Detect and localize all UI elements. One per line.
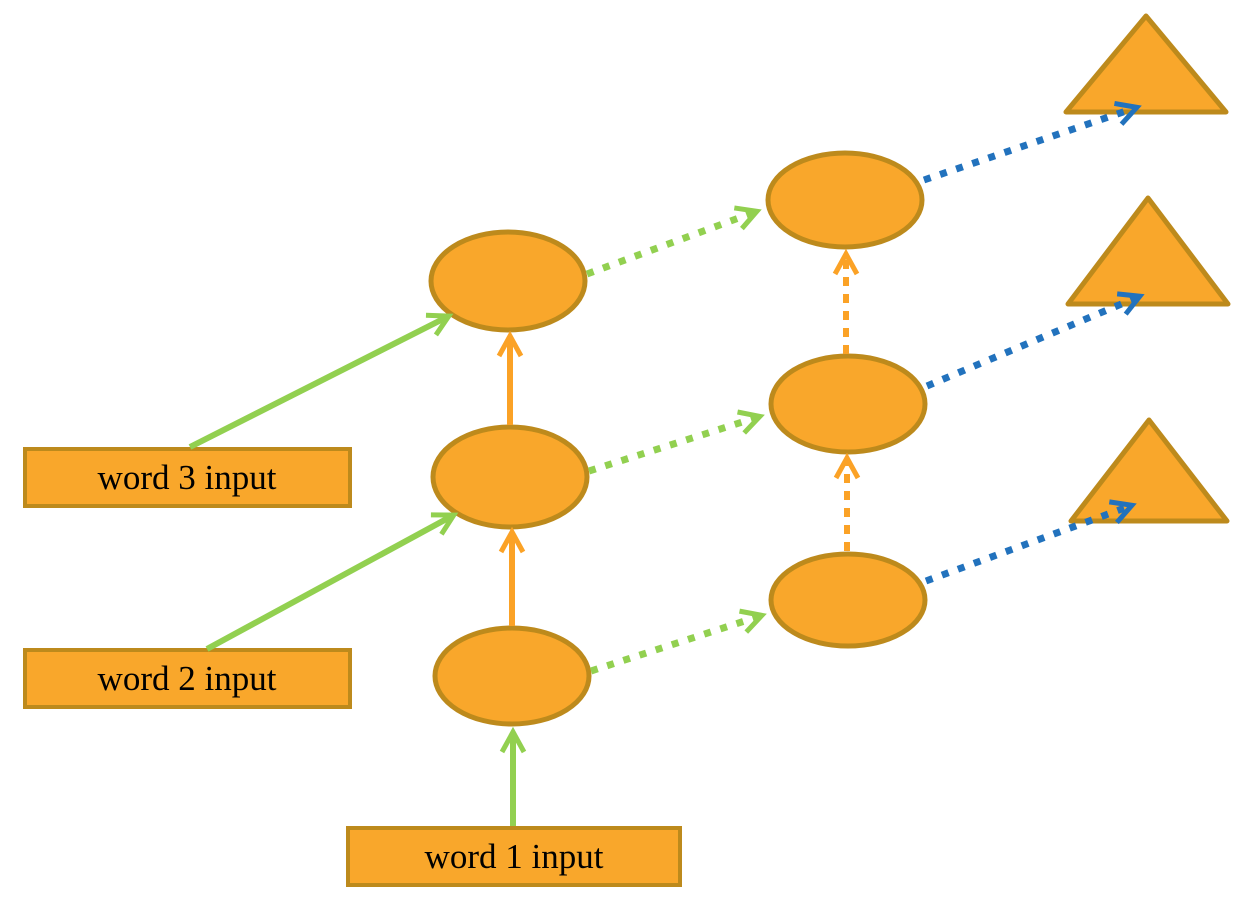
input-box-word1 bbox=[346, 826, 682, 887]
label-word3: word 3 input bbox=[98, 458, 277, 497]
hidden-node-col1-top bbox=[428, 229, 588, 333]
arrow-word3-to-hidden-top bbox=[188, 312, 454, 450]
hidden-node-col1-middle bbox=[430, 424, 590, 530]
input-boxes bbox=[23, 447, 682, 887]
hidden-node-col2-bottom bbox=[768, 551, 928, 649]
arrow-col1-top-to-col2-top bbox=[585, 205, 762, 278]
arrow-word2-to-hidden-middle bbox=[205, 512, 459, 652]
output-triangle-top bbox=[1063, 13, 1229, 115]
hidden-node-col2-top bbox=[765, 150, 925, 250]
input-labels: word 3 input word 2 input word 1 input bbox=[98, 458, 604, 876]
output-triangles bbox=[1063, 13, 1231, 524]
arrow-col2-middle-to-output-middle bbox=[925, 291, 1145, 390]
label-word2: word 2 input bbox=[98, 659, 277, 698]
arrow-col1-bottom-to-col2-bottom bbox=[589, 608, 767, 675]
arrow-col2-bottom-to-output-bottom bbox=[924, 499, 1137, 585]
output-triangle-middle bbox=[1065, 195, 1231, 307]
input-box-word3 bbox=[23, 447, 352, 508]
hidden-ellipses-column2 bbox=[765, 150, 928, 649]
hidden-node-col1-bottom bbox=[432, 625, 592, 727]
output-triangle-bottom bbox=[1068, 417, 1230, 524]
hidden-node-col2-middle bbox=[768, 353, 928, 455]
edges bbox=[188, 100, 1145, 826]
label-word1: word 1 input bbox=[425, 837, 604, 876]
arrow-col1-middle-to-col2-middle bbox=[587, 409, 765, 475]
input-box-word2 bbox=[23, 648, 352, 709]
arrow-col2-top-to-output-top bbox=[922, 100, 1142, 184]
hidden-ellipses-column1 bbox=[428, 229, 592, 727]
